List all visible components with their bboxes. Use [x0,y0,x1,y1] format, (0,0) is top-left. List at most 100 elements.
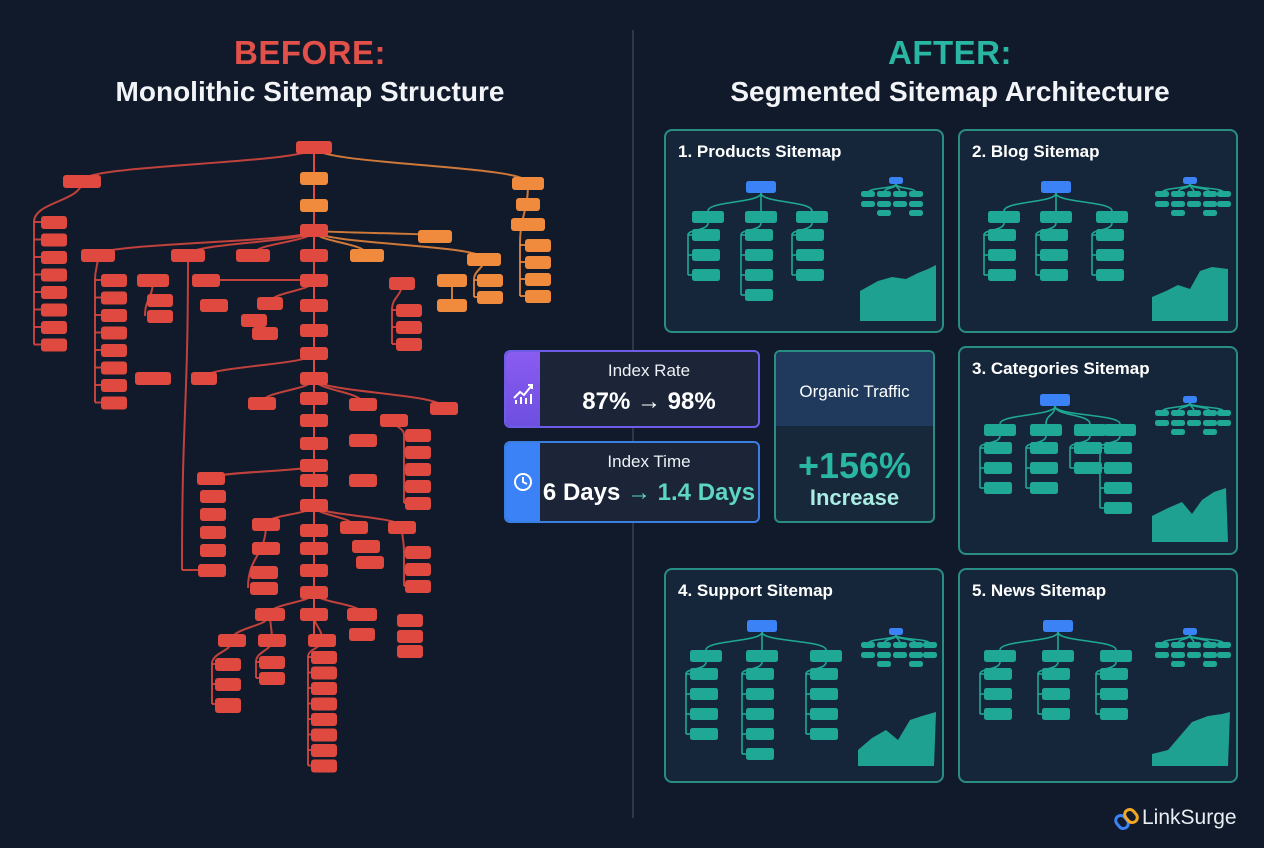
sitemap-node [437,299,467,312]
sitemap-panel-title: 3. Categories Sitemap [972,359,1150,378]
sitemap-panel-products: 1. Products Sitemap [664,129,944,333]
sitemap-node [984,650,1016,662]
sitemap-node [259,672,285,685]
sitemap-node [984,442,1012,454]
sitemap-node [909,661,923,667]
sitemap-node [389,277,415,290]
sitemap-node [1187,420,1201,426]
traffic-area-chart [860,265,936,321]
sitemap-node [1203,642,1217,648]
sitemap-node [296,141,332,154]
sitemap-node [405,546,431,559]
sitemap-node [1217,642,1231,648]
sitemap-node [1187,201,1201,207]
sitemap-node [1203,652,1217,658]
sitemap-node [1100,708,1128,720]
sitemap-node [1104,462,1132,474]
sitemap-node [1155,420,1169,426]
sitemap-node [1096,211,1128,223]
sitemap-node [250,566,278,579]
sitemap-node [311,697,337,711]
sitemap-node [380,414,408,427]
sitemap-node [101,274,127,287]
sitemap-panel-blog: 2. Blog Sitemap [958,129,1238,333]
sitemap-node [745,269,773,281]
sitemap-node [1030,424,1062,436]
sitemap-node [923,652,937,658]
sitemap-node [1171,661,1185,667]
sitemap-node [1155,191,1169,197]
sitemap-node [252,327,278,340]
sitemap-node [311,713,337,726]
index-time-tab [506,443,540,521]
traffic-area-chart [1152,267,1228,321]
sitemap-mini-tree [979,620,1231,766]
tree-links [979,402,1225,509]
sitemap-node [690,668,718,680]
sitemap-node [397,645,423,658]
sitemap-node [41,303,67,317]
tree-link [999,631,1059,651]
sitemap-node [796,229,824,241]
sitemap-node [405,480,431,493]
after-heading: AFTER: [888,34,1012,71]
organic-traffic-value: +156% [797,445,912,486]
sitemap-node [893,201,907,207]
sitemap-node [909,191,923,197]
sitemap-node [984,688,1012,700]
tree-nodes [692,177,923,301]
organic-traffic-card: Organic Traffic +156% Increase [774,350,935,523]
sitemap-node [1171,652,1185,658]
sitemap-node [988,211,1020,223]
sitemap-node [1171,201,1185,207]
tree-link [81,146,315,182]
sitemap-node [300,474,328,487]
sitemap-node [796,249,824,261]
index-rate-tab [506,352,540,426]
brand-name: LinkSurge [1142,806,1237,829]
sitemap-node [1203,210,1217,216]
sitemap-node [516,198,540,211]
sitemap-node [300,299,328,312]
sitemap-node [1074,462,1102,474]
sitemap-node [692,249,720,261]
sitemap-node [1187,642,1201,648]
sitemap-node [300,564,328,577]
sitemap-node [1040,269,1068,281]
sitemap-node [300,249,328,262]
sitemap-node [215,678,241,691]
sitemap-node [418,230,452,243]
sitemap-node [477,291,503,304]
sitemap-node [300,372,328,385]
sitemap-node [796,269,824,281]
sitemap-node [300,324,328,337]
sitemap-node [1030,462,1058,474]
sitemap-node [690,688,718,700]
sitemap-node [101,326,127,340]
sitemap-node [147,294,173,307]
sitemap-node [137,274,169,287]
index-time-to: 1.4 Days [657,479,756,506]
tree-link [999,405,1056,425]
sitemap-node [200,490,226,503]
sitemap-node [215,700,241,713]
sitemap-node [388,521,416,534]
sitemap-node [1041,181,1071,193]
sitemap-node [101,309,127,322]
sitemap-node [512,177,544,190]
sitemap-node [248,397,276,410]
sitemap-node [308,634,336,647]
sitemap-node [1042,650,1074,662]
sitemap-node [41,286,67,299]
sitemap-node [300,524,328,537]
sitemap-node [1030,482,1058,494]
index-rate-label: Index Rate [607,361,691,380]
tree-link [313,229,436,237]
sitemap-node [893,652,907,658]
tree-link [1055,192,1113,212]
sitemap-node [692,229,720,241]
sitemap-node [1155,642,1169,648]
sitemap-node [1096,269,1124,281]
sitemap-node [405,563,431,576]
sitemap-node [405,580,431,593]
